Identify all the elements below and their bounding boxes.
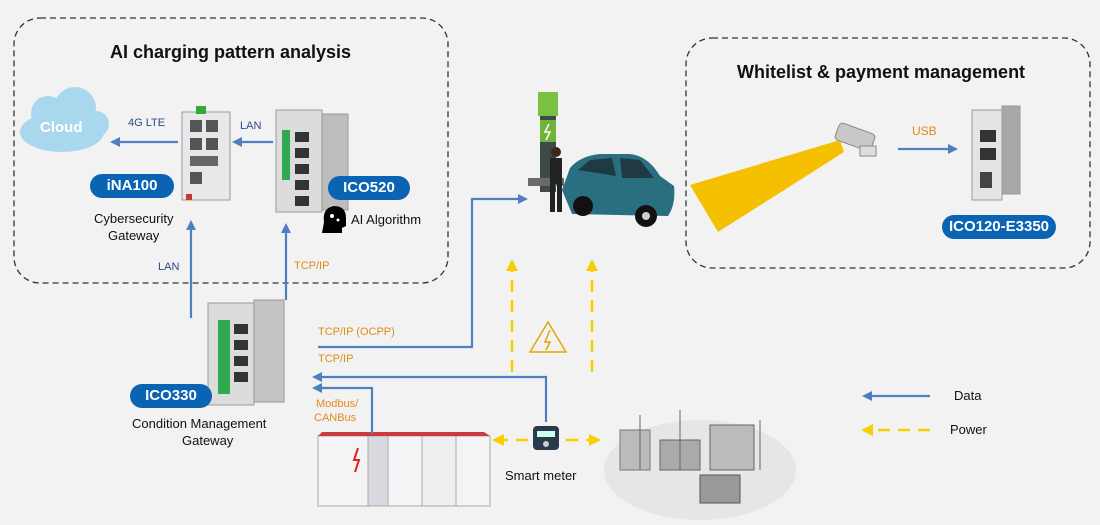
ai-group-title: AI charging pattern analysis <box>110 42 352 62</box>
ico520-badge: ICO520 <box>328 176 410 200</box>
smart-meter-icon <box>533 426 559 450</box>
high-voltage-warning-icon <box>528 320 568 353</box>
camera-icon <box>834 122 877 157</box>
person-icon <box>550 147 562 212</box>
legend-power-label: Power <box>950 422 987 437</box>
ai-analysis-group <box>13 17 449 284</box>
ina100-device <box>181 106 231 201</box>
arrow-smartmeter-to-ico330 <box>312 372 548 422</box>
legend-data-label: Data <box>954 388 982 403</box>
lte-label: 4G LTE <box>128 117 166 129</box>
cond-gateway-label: Gateway <box>182 433 234 448</box>
battery-storage-cabinets <box>317 432 491 507</box>
canbus-label: CANBus <box>314 412 357 424</box>
cloud-label: Cloud <box>40 119 83 136</box>
ico120-device <box>971 105 1021 201</box>
cyber-gateway-label: Gateway <box>108 228 160 243</box>
ico520-device <box>275 109 349 213</box>
ico330-device <box>207 299 285 406</box>
whitelist-group-title: Whitelist & payment management <box>737 62 1026 82</box>
ico330-badge: ICO330 <box>130 384 212 408</box>
arrow-battery-to-ico330 <box>312 383 374 434</box>
usb-label: USB <box>912 124 937 138</box>
modbus-label: Modbus/ <box>316 398 359 410</box>
ico120-badge: ICO120-E3350 <box>942 215 1056 239</box>
tcpip-up-label: TCP/IP <box>294 260 330 272</box>
ai-head-icon <box>322 206 346 233</box>
cyber-label: Cybersecurity <box>94 211 174 226</box>
lan-left-label: LAN <box>158 261 180 273</box>
car-icon <box>562 154 675 227</box>
cond-mgmt-label: Condition Management <box>132 416 267 431</box>
lan-top-label: LAN <box>240 120 262 132</box>
smart-meter-label: Smart meter <box>505 468 577 483</box>
tcpip-ocpp-label: TCP/IP (OCPP) <box>318 326 395 338</box>
cloud-icon <box>20 87 109 152</box>
camera-beam <box>690 140 844 232</box>
ina100-badge: iNA100 <box>90 174 174 198</box>
ai-algorithm-label: AI Algorithm <box>351 212 422 227</box>
tcpip-label: TCP/IP <box>318 353 354 365</box>
arrow-ico330-to-charger <box>318 194 528 349</box>
substation-icon <box>604 410 796 520</box>
whitelist-group <box>685 37 1091 269</box>
